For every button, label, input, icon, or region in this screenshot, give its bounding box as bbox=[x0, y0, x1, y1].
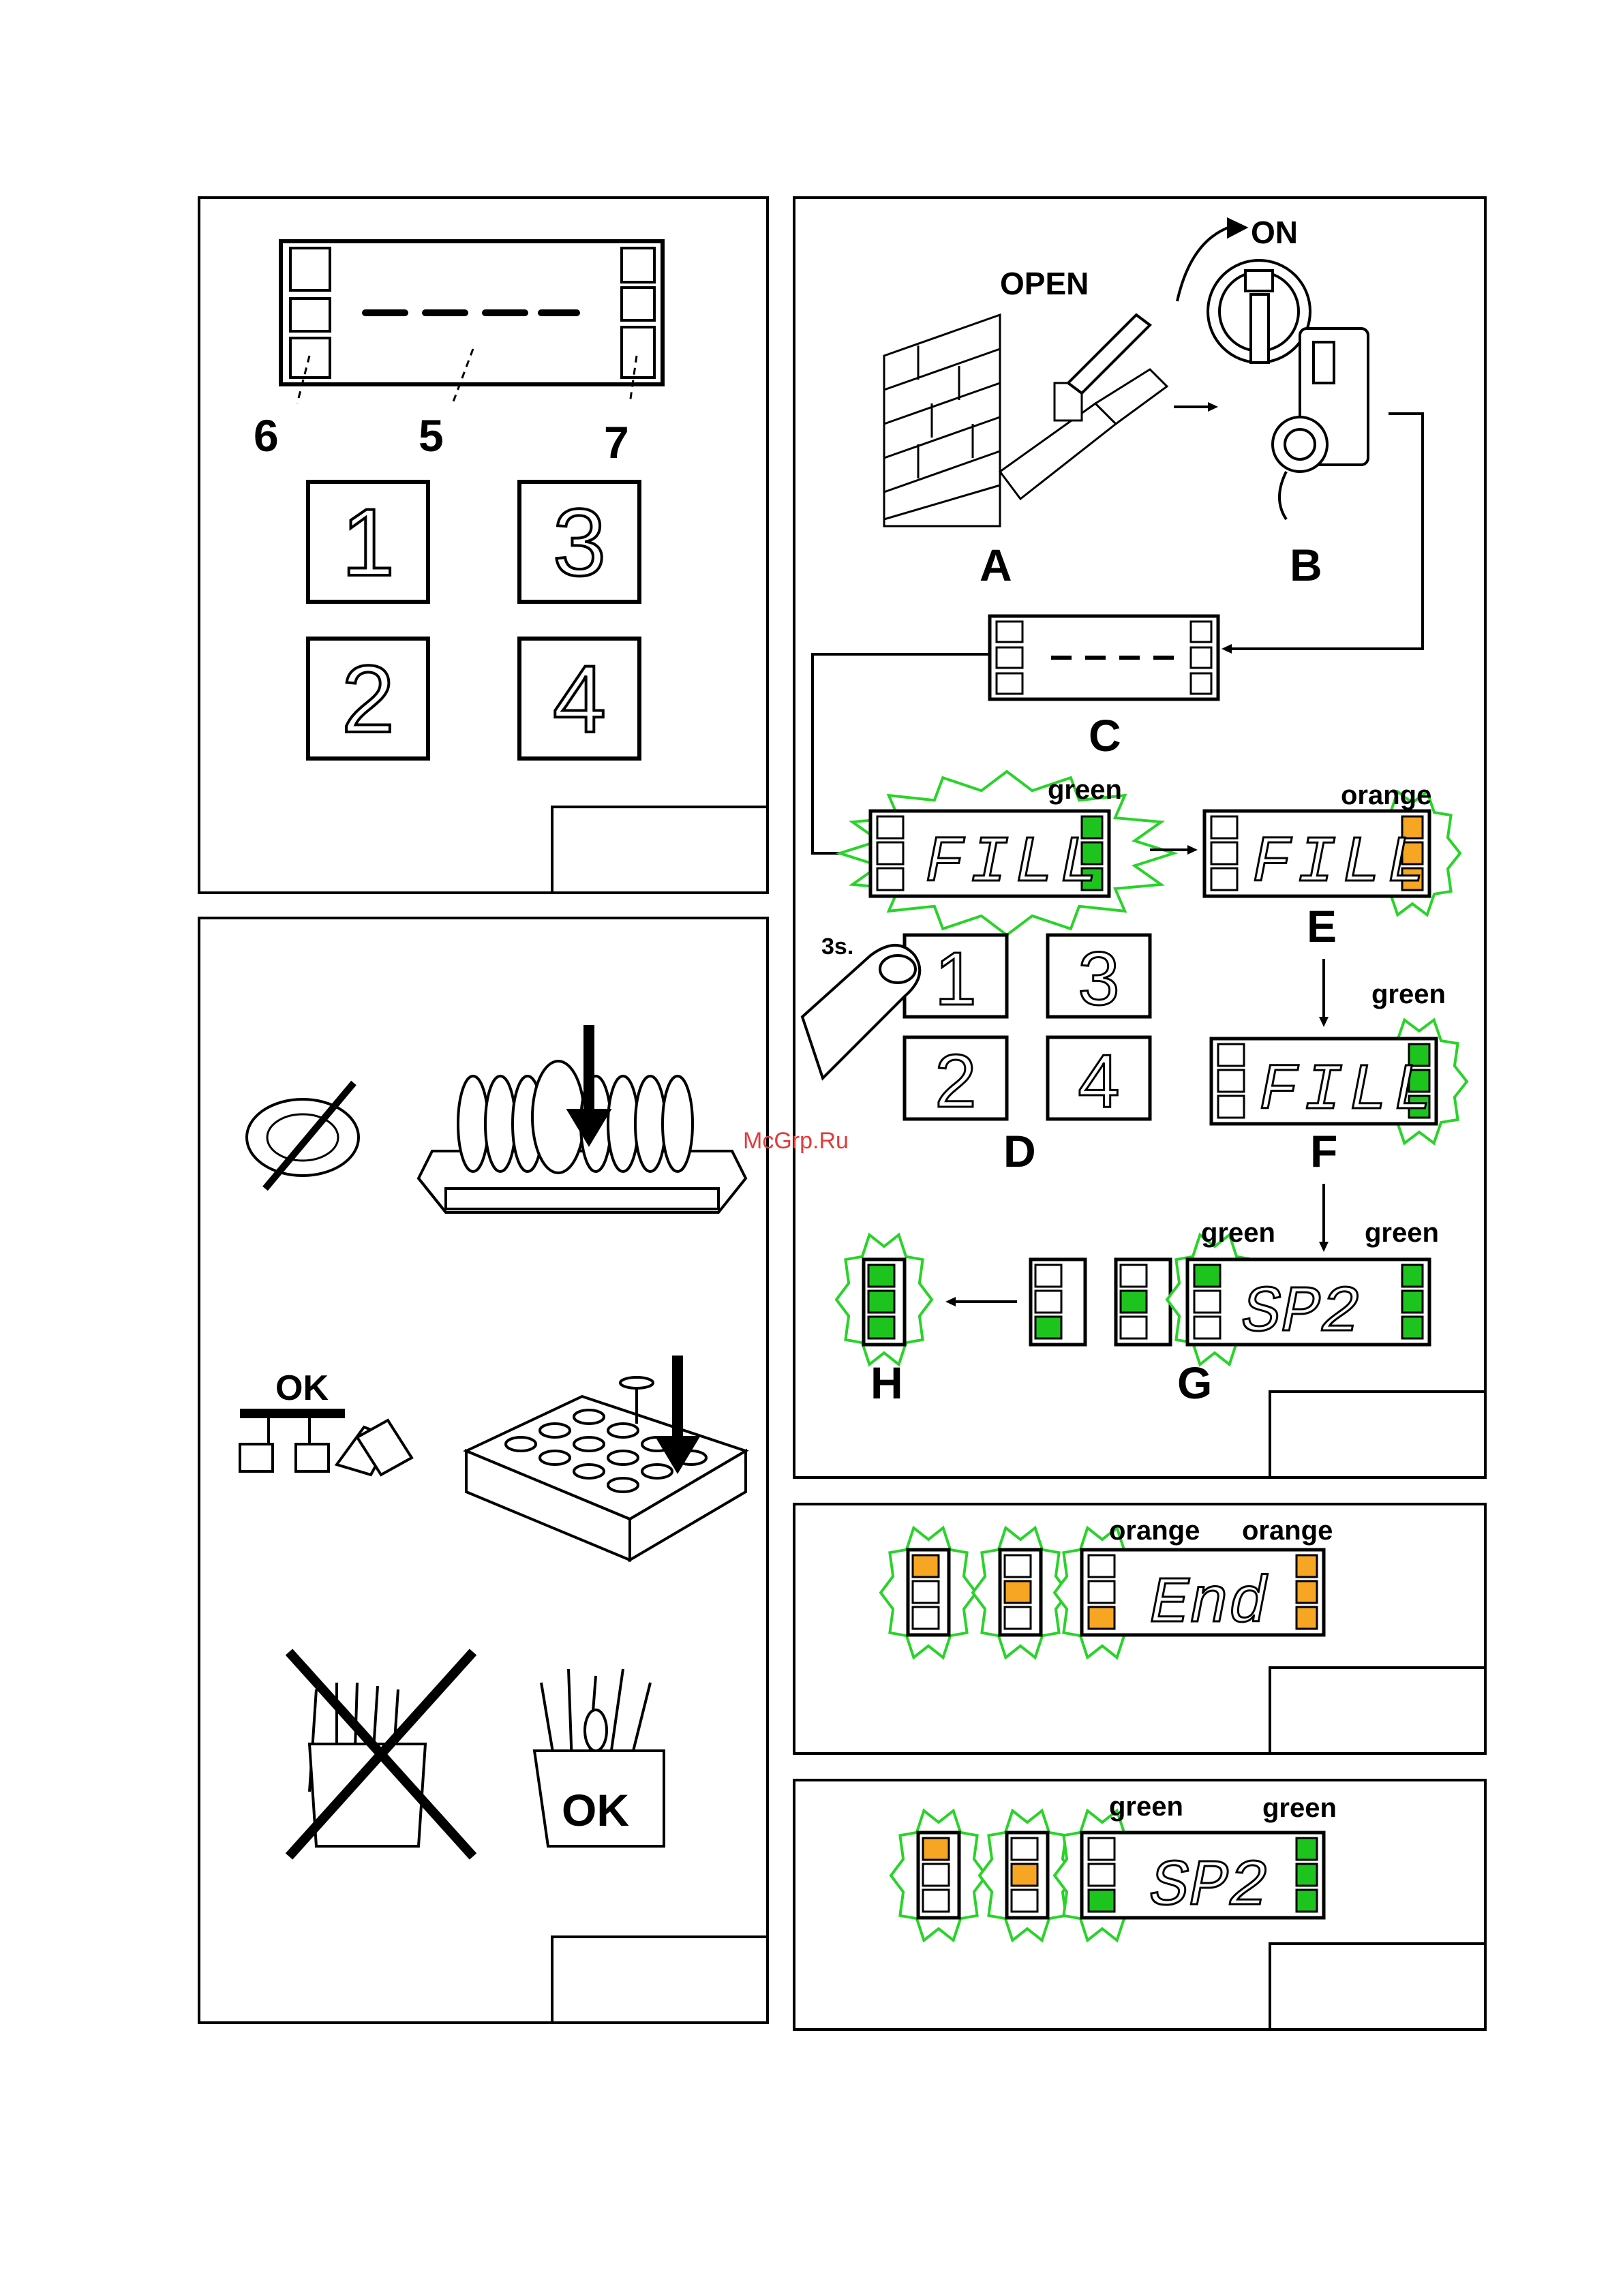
button-4[interactable]: 4 bbox=[1048, 1037, 1150, 1123]
step-label-f: F bbox=[1310, 1126, 1337, 1176]
step-label-h: H bbox=[870, 1358, 903, 1408]
svg-text:FILL: FILL bbox=[1252, 826, 1431, 900]
sp2-text: SP2 bbox=[1150, 1850, 1268, 1924]
svg-text:3: 3 bbox=[553, 489, 606, 596]
step-label-d: D bbox=[1003, 1126, 1036, 1176]
crossed-plate-icon bbox=[247, 1083, 359, 1189]
svg-text:FILL: FILL bbox=[1259, 1054, 1438, 1128]
step-label-a: A bbox=[980, 540, 1012, 590]
open-label: OPEN bbox=[1000, 266, 1089, 301]
main-switch-icon bbox=[1177, 219, 1368, 519]
svg-text:1: 1 bbox=[342, 489, 395, 596]
svg-text:FILL: FILL bbox=[925, 826, 1104, 900]
panel1-drawing: 6 5 7 1 3 2 4 bbox=[200, 199, 772, 897]
svg-text:SP2: SP2 bbox=[1242, 1276, 1360, 1350]
plate-rack-icon bbox=[419, 1025, 746, 1212]
color-label-g-left: green bbox=[1201, 1218, 1275, 1248]
svg-text:1: 1 bbox=[935, 937, 976, 1021]
button-2[interactable]: 2 bbox=[308, 639, 428, 759]
color-label-right: green bbox=[1262, 1793, 1337, 1823]
color-label-left: green bbox=[1109, 1792, 1183, 1822]
svg-text:4: 4 bbox=[553, 645, 606, 752]
color-label-g-right: green bbox=[1365, 1218, 1439, 1248]
display-e: FILL orange bbox=[1204, 780, 1460, 915]
step-label-e: E bbox=[1307, 901, 1337, 951]
svg-text:2: 2 bbox=[935, 1039, 976, 1123]
callout-6: 6 bbox=[254, 410, 279, 461]
panel5-drawing: SP2 green green bbox=[795, 1781, 1489, 2034]
svg-text:2: 2 bbox=[342, 645, 395, 752]
button-1[interactable]: 1 bbox=[308, 482, 428, 602]
color-label-left: orange bbox=[1109, 1516, 1200, 1546]
button-2[interactable]: 2 bbox=[905, 1037, 1007, 1123]
color-label-right: orange bbox=[1242, 1516, 1333, 1546]
color-label-f: green bbox=[1371, 979, 1446, 1009]
glass-rack-icon bbox=[466, 1356, 746, 1560]
panel-start-procedure: OPEN ON A B C bbox=[793, 196, 1487, 1479]
display-d: FILL green bbox=[840, 771, 1174, 935]
ok-label-cutlery: OK bbox=[562, 1785, 629, 1835]
step-label-g: G bbox=[1177, 1358, 1212, 1408]
cutlery-basket-crossed-icon bbox=[289, 1652, 473, 1856]
panel4-drawing: End orange orange bbox=[795, 1505, 1489, 1758]
step-label-b: B bbox=[1290, 540, 1322, 590]
panel-sp2: SP2 green green bbox=[793, 1779, 1487, 2031]
control-display bbox=[281, 241, 663, 384]
panel2-drawing: OK bbox=[200, 919, 772, 2027]
color-label-e: orange bbox=[1341, 780, 1431, 810]
ok-label-glasses: OK bbox=[275, 1368, 329, 1408]
button-3[interactable]: 3 bbox=[519, 482, 639, 602]
display-c bbox=[990, 616, 1218, 699]
color-label-d: green bbox=[1048, 775, 1122, 805]
wall-valve-icon bbox=[884, 315, 1167, 526]
panel-display-overview: 6 5 7 1 3 2 4 bbox=[198, 196, 769, 894]
watermark: McGrp.Ru bbox=[743, 1128, 849, 1154]
step-label-c: C bbox=[1089, 710, 1121, 761]
panel-end: End orange orange bbox=[793, 1503, 1487, 1755]
finger-icon bbox=[802, 945, 920, 1078]
callout-7: 7 bbox=[604, 417, 629, 468]
callout-5: 5 bbox=[419, 410, 444, 461]
display-f: FILL green bbox=[1211, 979, 1467, 1143]
panel3-drawing: OPEN ON A B C bbox=[795, 199, 1489, 1482]
button-3[interactable]: 3 bbox=[1048, 935, 1150, 1021]
on-label: ON bbox=[1251, 215, 1298, 250]
glasses-icon bbox=[240, 1410, 412, 1475]
svg-text:4: 4 bbox=[1078, 1039, 1119, 1123]
panel-loading-instructions: OK bbox=[198, 917, 769, 2024]
press-time-label: 3s. bbox=[821, 934, 853, 960]
display-h bbox=[836, 1235, 932, 1364]
svg-text:3: 3 bbox=[1078, 937, 1119, 1021]
end-text: End bbox=[1150, 1567, 1268, 1641]
button-4[interactable]: 4 bbox=[519, 639, 639, 759]
display-g: SP2 green green bbox=[1031, 1218, 1439, 1364]
